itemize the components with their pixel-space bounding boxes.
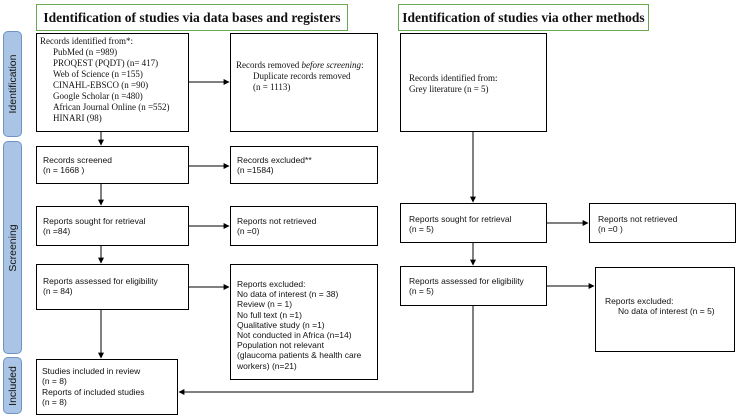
studies-included-line: Studies included in review: [42, 366, 141, 376]
reports-not-retrieved-count: (n =0): [237, 226, 260, 237]
reports-excluded-line: (glaucoma patients & health care: [237, 350, 362, 361]
studies-included-line: (n = 8): [42, 376, 67, 387]
other-reports-assessed-count: (n = 5): [409, 286, 434, 297]
records-removed-title: Records removed before screening:: [236, 60, 372, 71]
reports-assessed-count: (n = 84): [43, 286, 73, 297]
other-reports-excluded-box: Reports excluded: No data of interest (n…: [595, 267, 735, 352]
other-reports-excluded-label: Reports excluded:: [605, 296, 674, 306]
other-records-identified-box: Records identified from: Grey literature…: [400, 33, 547, 132]
source-item: PROQEST (PQDT) (n= 417): [53, 57, 159, 68]
records-screened-count: (n = 1668 ): [43, 165, 85, 176]
reports-sought-count: (n =84): [43, 226, 71, 237]
header-databases: Identification of studies via data bases…: [36, 4, 348, 31]
arrow-other-assessed-to-included: [178, 306, 474, 395]
records-screened-label: Records screened: [43, 155, 112, 165]
reports-excluded-line: Not conducted in Africa (n=14): [237, 329, 352, 340]
studies-included-box: Studies included in review (n = 8) Repor…: [36, 359, 178, 415]
source-item: Web of Science (n =155): [53, 68, 143, 79]
reports-excluded-line: workers) (n=21): [237, 360, 297, 371]
other-records-identified-line: Grey literature (n = 5): [409, 83, 489, 94]
records-removed-title-em: before screening: [301, 60, 362, 70]
other-reports-assessed-box: Reports assessed for eligibility (n = 5): [400, 266, 547, 306]
reports-excluded-line: Reports excluded:: [237, 279, 306, 289]
other-reports-excluded-line: No data of interest (n = 5): [618, 306, 715, 317]
source-item: Google Scholar (n =480): [53, 90, 143, 101]
header-other-methods: Identification of studies via other meth…: [398, 4, 649, 31]
phase-identification: Identification: [3, 31, 22, 137]
other-reports-not-retrieved-label: Reports not retrieved: [598, 214, 678, 224]
records-removed-box: Records removed before screening: Duplic…: [230, 33, 378, 132]
records-removed-line: Duplicate records removed: [253, 70, 351, 81]
reports-excluded-box: Reports excluded: No data of interest (n…: [230, 264, 378, 380]
studies-included-line: (n = 8): [42, 397, 67, 408]
source-item: PubMed (n =989): [53, 46, 118, 57]
records-excluded-box: Records excluded** (n =1584): [230, 146, 378, 184]
reports-sought-label: Reports sought for retrieval: [43, 216, 146, 226]
records-identified-title: Records identified from*:: [40, 36, 133, 46]
reports-assessed-label: Reports assessed for eligibility: [43, 276, 158, 286]
source-item: HINARI (98): [53, 112, 102, 123]
reports-not-retrieved-box: Reports not retrieved (n =0): [230, 206, 378, 246]
other-records-identified-label: Records identified from:: [409, 73, 498, 83]
source-item: CINAHL-EBSCO (n =90): [53, 79, 149, 90]
studies-included-line: Reports of included studies: [42, 386, 145, 397]
phase-screening: Screening: [3, 141, 22, 354]
reports-not-retrieved-label: Reports not retrieved: [237, 216, 317, 226]
reports-sought-box: Reports sought for retrieval (n =84): [36, 206, 189, 246]
records-identified-box: Records identified from*: PubMed (n =989…: [36, 33, 189, 132]
other-reports-sought-label: Reports sought for retrieval: [409, 214, 512, 224]
other-reports-not-retrieved-box: Reports not retrieved (n =0 ): [589, 203, 736, 243]
records-screened-box: Records screened (n = 1668 ): [36, 146, 189, 184]
reports-excluded-line: No full text (n =1): [237, 309, 302, 320]
other-reports-sought-box: Reports sought for retrieval (n = 5): [400, 203, 547, 243]
source-item: African Journal Online (n =552): [53, 101, 170, 112]
reports-excluded-line: Qualitative study (n =1): [237, 319, 325, 330]
records-removed-count: (n = 1113): [253, 81, 291, 92]
records-excluded-label: Records excluded**: [237, 155, 312, 165]
reports-excluded-line: No data of interest (n = 38): [237, 289, 339, 300]
reports-excluded-line: Population not relevant: [237, 340, 324, 351]
records-removed-title-post: :: [361, 60, 364, 70]
reports-excluded-line: Review (n = 1): [237, 299, 293, 310]
reports-assessed-box: Reports assessed for eligibility (n = 84…: [36, 264, 189, 310]
other-reports-sought-count: (n = 5): [409, 224, 434, 235]
other-reports-assessed-label: Reports assessed for eligibility: [409, 276, 524, 286]
other-reports-not-retrieved-count: (n =0 ): [598, 224, 623, 235]
records-removed-title-pre: Records removed: [236, 60, 302, 70]
phase-included: Included: [3, 357, 22, 414]
records-excluded-count: (n =1584): [237, 165, 274, 176]
